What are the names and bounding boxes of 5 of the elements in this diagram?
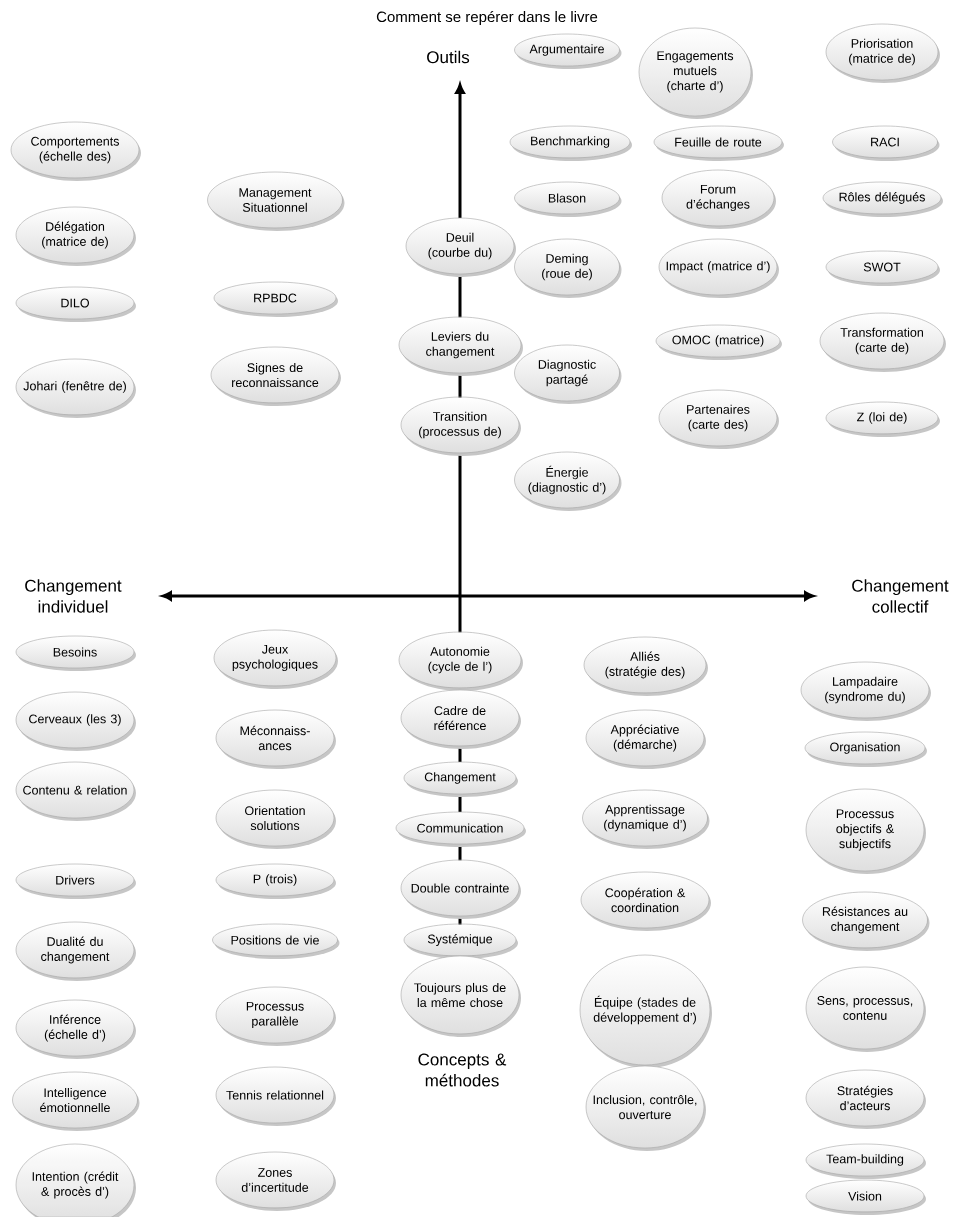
axis-label: Outils <box>427 50 470 64</box>
axis-label: Changement individuel <box>25 579 122 613</box>
axis-label: Concepts & méthodes <box>418 1053 507 1087</box>
title: Comment se repérer dans le livre <box>376 10 598 26</box>
axis-label: Changement collectif <box>852 579 949 613</box>
